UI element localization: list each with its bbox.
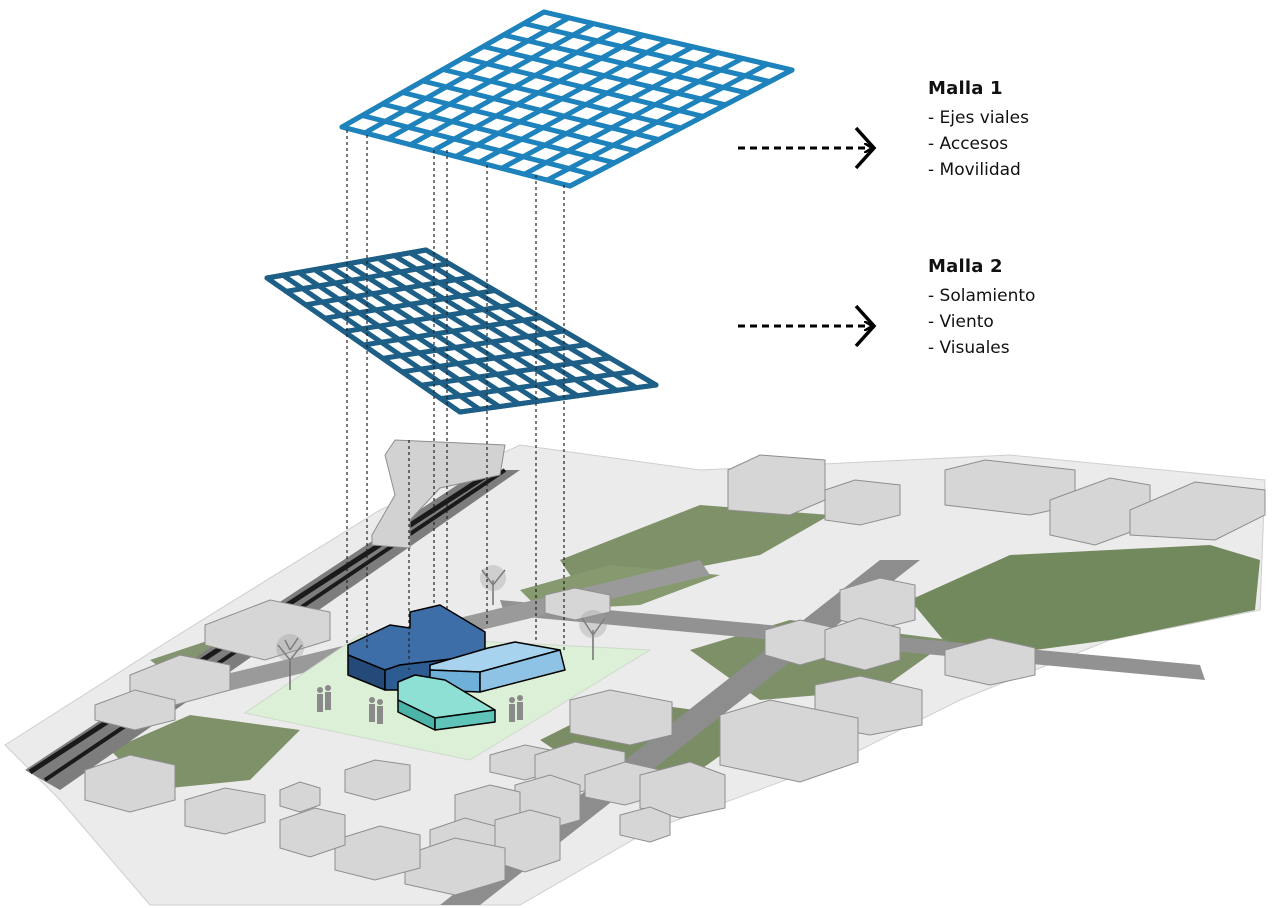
dashed-arrow-icon [738,126,877,170]
curved-building [371,439,506,549]
malla-2-grid [264,247,659,415]
person-icon [325,685,331,710]
surrounding-buildings [84,454,1266,896]
grid-line [400,90,640,154]
person-icon [377,699,383,724]
grid-line [521,55,745,177]
grid-line [567,67,795,189]
legend-item: - Viento [928,312,994,332]
grid-line [296,269,502,410]
grid-line [312,267,522,407]
grid-line [380,328,567,361]
tree-icon [276,634,304,690]
grid-line [476,44,696,165]
grass-area [910,545,1260,660]
grid-line [544,61,770,183]
legend-item: - Movilidad [928,160,1021,180]
grid-line [359,113,595,177]
grid-line [418,355,613,388]
legend-item: - Solamiento [928,286,1036,306]
person-icon [369,697,375,722]
legend-title: Malla 1 [928,78,1003,99]
tree-icon [480,565,506,605]
grid-line [339,124,573,189]
grid-line [420,78,662,143]
legend-item: - Ejes viales [928,108,1029,128]
projection-lines [346,130,565,670]
block-teal [397,674,496,731]
dashed-arrow-icon [738,304,877,348]
legend-title: Malla 2 [928,256,1003,277]
grid-line [264,275,463,415]
project-building [347,604,566,731]
legend-item: - Accesos [928,134,1009,154]
people [317,685,523,724]
grid-line [379,101,617,166]
legend-item: - Visuales [928,338,1010,358]
legend-malla-1: Malla 1 - Ejes viales - Accesos - Movili… [928,78,1029,183]
grid-line [328,264,541,404]
grid-line [457,382,659,415]
legend-malla-2: Malla 2 - Solamiento - Viento - Visuales [928,256,1035,361]
tree-icon [579,610,607,660]
person-icon [509,697,515,722]
grid-line [438,369,636,402]
person-icon [317,687,323,712]
grid-line [344,261,561,401]
person-icon [517,695,523,720]
grid-line [399,342,590,375]
grid-line [440,67,684,131]
grid-line [499,50,721,171]
trees [276,565,607,690]
malla-1-grid [339,9,795,189]
